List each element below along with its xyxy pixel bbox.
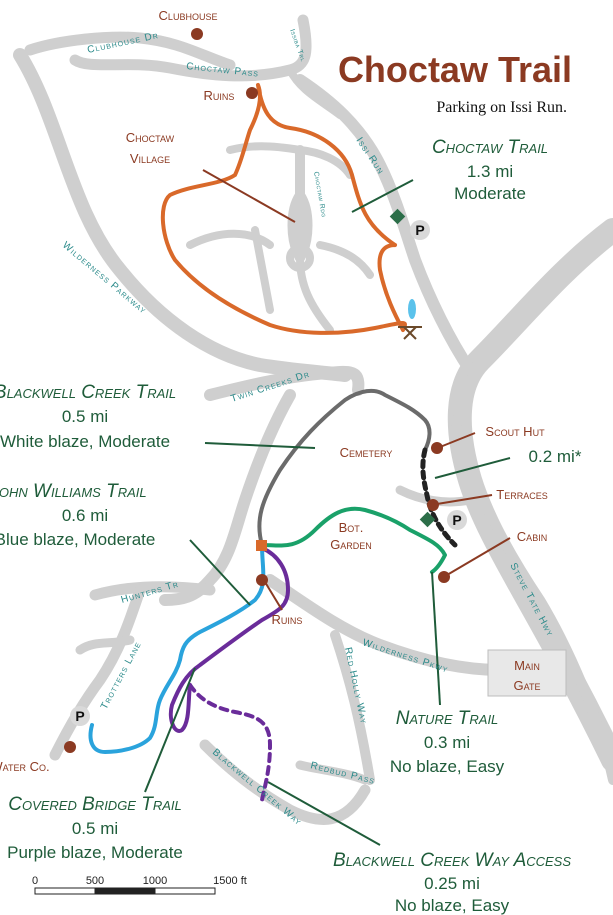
scale-tick-1000: 1000 [143, 875, 167, 887]
road-choctaw-rdg [287, 145, 313, 263]
choctaw-trail-line [160, 83, 407, 335]
street-choctaw-rdg: Choctaw Rdg [312, 171, 327, 218]
parking-label: P [75, 708, 84, 724]
john-williams-trail-line [88, 543, 266, 754]
choctaw-trailhead-icon [389, 208, 406, 225]
scale-bar: 0 500 1000 1500 ft [32, 875, 247, 895]
covered-bridge-trail-line [168, 546, 290, 733]
blackwell-creek-trail-detail: White blaze, Moderate [0, 432, 170, 451]
road-hunters-tr [89, 581, 216, 601]
nature-trail-name: Nature Trail [396, 708, 499, 729]
road-redbud-pass [295, 760, 370, 785]
blackwell-creek-trail-name: Blackwell Creek Trail [0, 382, 176, 403]
leader-choctaw-village [202, 169, 296, 223]
scale-tick-0: 0 [32, 875, 38, 887]
road-twin-creeks-dr [204, 365, 365, 401]
road-trotters-lane [49, 584, 146, 761]
blackwell-creek-way-access-line [188, 683, 273, 802]
parking-label: P [415, 222, 424, 238]
ruins-south-marker [256, 574, 268, 586]
scale-tick-1500: 1500 ft [213, 875, 247, 887]
map-subtitle: Parking on Issi Run. [436, 99, 567, 116]
parking-label: P [452, 512, 461, 528]
blackwell-creek-trail-length: 0.5 mi [62, 407, 108, 426]
leader-scout-spur [434, 457, 511, 479]
parking-icon-terraces: P [447, 510, 467, 530]
parking-icon-issi-run: P [410, 220, 430, 240]
main-gate-label-2: Gate [514, 678, 541, 693]
parking-icon-water-co: P [70, 706, 90, 726]
ruins-south-label: Ruins [272, 612, 303, 627]
scout-hut-marker [431, 442, 443, 454]
road-trotters-branch [75, 635, 135, 655]
bot-garden-marker [256, 540, 267, 551]
nature-trail-length: 0.3 mi [424, 733, 470, 752]
scale-tick-500: 500 [86, 875, 104, 887]
ruins-north-marker [246, 87, 258, 99]
leader-cabin [446, 537, 511, 576]
leader-blackwell-creek-trail [204, 442, 316, 449]
road-clubhouse-dr [24, 31, 236, 71]
clubhouse-marker [191, 28, 203, 40]
road-wilderness-parkway [13, 48, 352, 382]
john-williams-trail-length: 0.6 mi [62, 506, 108, 525]
john-williams-trail-detail: Blue blaze, Moderate [0, 530, 155, 549]
bot-garden-label-1: Bot. [339, 520, 364, 535]
blackwell-access-detail: No blaze, Easy [395, 896, 510, 915]
road-middle-connector [159, 389, 296, 606]
covered-bridge-trail-length: 0.5 mi [72, 819, 118, 838]
leader-terraces [436, 494, 493, 505]
terraces-marker [427, 499, 439, 511]
cabin-label: Cabin [517, 529, 547, 544]
choctaw-village-label-2: Village [130, 151, 170, 166]
pond-marker [408, 299, 416, 319]
street-blackwell-creek-way: Blackwell Creek Way [210, 747, 304, 828]
leader-covered-bridge-trail [144, 667, 196, 793]
road-choctaw-rdg-branch [186, 142, 374, 334]
leader-blackwell-access [267, 781, 381, 846]
leader-choctaw-trail [351, 179, 414, 213]
blackwell-creek-trail-line [257, 388, 432, 547]
blackwell-access-name: Blackwell Creek Way Access [333, 850, 571, 871]
water-co-label: Water Co. [0, 759, 50, 774]
main-gate-box [487, 649, 567, 697]
ruins-north-label: Ruins [204, 88, 235, 103]
choctaw-trail-name: Choctaw Trail [432, 137, 548, 158]
leader-ruins-south [264, 581, 283, 611]
main-gate-label-1: Main [514, 658, 540, 673]
leader-lines [144, 169, 511, 846]
road-choctaw-pass [69, 14, 312, 82]
leader-scout-hut [439, 432, 476, 448]
covered-bridge-trail-detail: Purple blaze, Moderate [7, 843, 183, 862]
scout-spur-length: 0.2 mi* [529, 447, 582, 466]
leader-john-williams-trail [189, 539, 251, 606]
road-steve-tate-hwy-service [450, 415, 613, 785]
covered-bridge-trail-name: Covered Bridge Trail [8, 794, 182, 815]
scout-hut-spur-line [420, 447, 458, 548]
john-williams-trail-name: John Williams Trail [0, 481, 147, 502]
map-title: Choctaw Trail [338, 49, 572, 90]
choctaw-village-label-1: Choctaw [126, 130, 175, 145]
choctaw-trail-length: 1.3 mi [467, 162, 513, 181]
water-co-marker [64, 741, 76, 753]
nature-trail-line [260, 506, 447, 574]
cemetery-label: Cemetery [340, 445, 393, 460]
road-red-holly-way [330, 630, 375, 785]
choctaw-trail-detail: Moderate [454, 184, 526, 203]
blackwell-access-length: 0.25 mi [424, 874, 480, 893]
bot-garden-label-2: Garden [330, 537, 372, 552]
nature-trail-detail: No blaze, Easy [390, 757, 505, 776]
leader-nature-trail [431, 571, 441, 706]
road-blackwell-creek-way [199, 739, 371, 826]
terraces-label: Terraces [496, 487, 547, 502]
cabin-marker [438, 571, 450, 583]
scout-hut-label: Scout Hut [485, 424, 545, 439]
clubhouse-label: Clubhouse [159, 8, 218, 23]
crossing-icon [398, 326, 422, 340]
